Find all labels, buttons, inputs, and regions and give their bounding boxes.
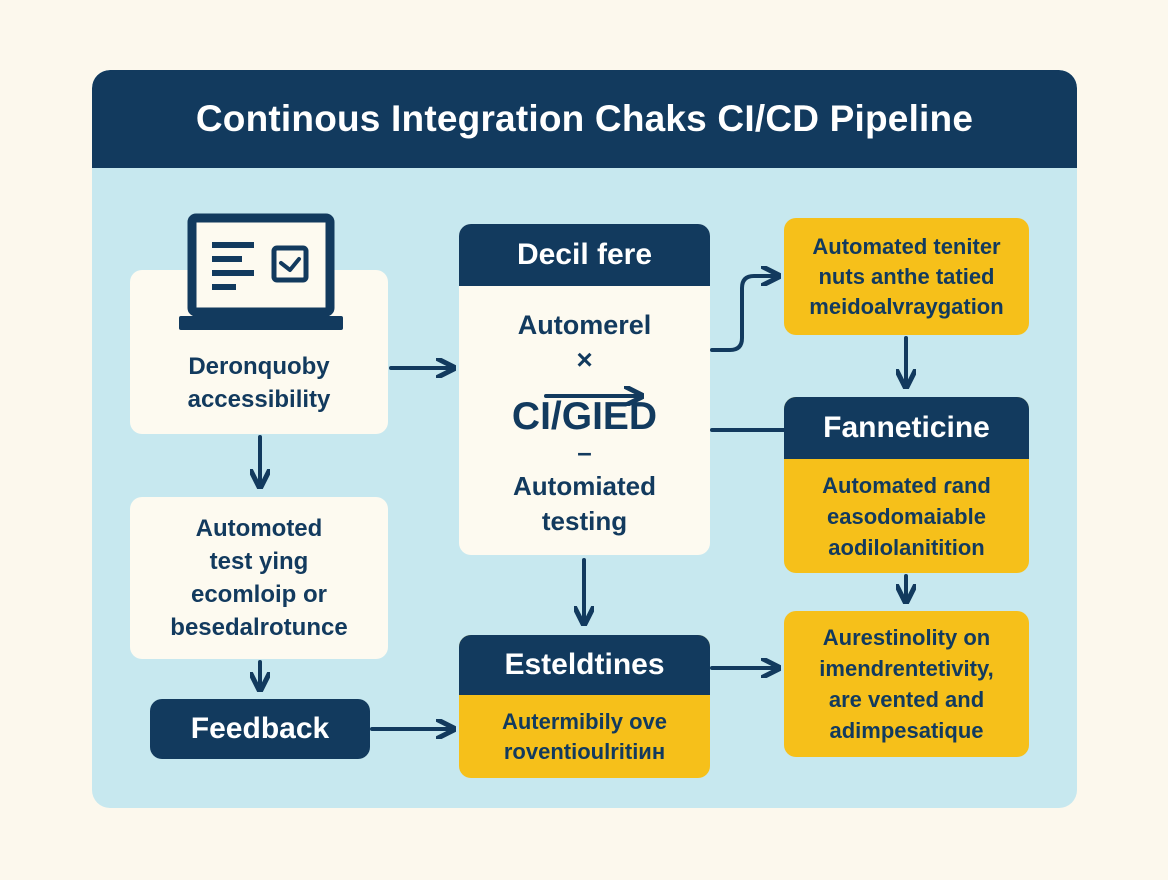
center-card: Decil fere Automerel × CI/GIED – Automia… — [459, 224, 710, 555]
esteldtines-card: Esteldtines Autermibily ove roventioulri… — [459, 635, 710, 778]
tr-line-1: Automated teniter — [812, 233, 1001, 259]
aurestinolity-card: Aurestinolity on imendrentetivity, are v… — [784, 611, 1029, 757]
tr-line-3: meidoalvraygation — [809, 293, 1004, 319]
center-line-testing: testing — [541, 506, 628, 536]
esteldtines-header: Esteldtines — [459, 635, 710, 695]
fann-line-2: easodomaiable — [827, 504, 986, 529]
diagram-title: Continous Integration Chaks CI/CD Pipeli… — [92, 70, 1077, 168]
automoted-line-1: Automoted — [195, 515, 323, 542]
automated-tenter-card: Automated teniter nuts anthe tatied meid… — [784, 218, 1029, 335]
br-line-2: imendrentetivity, — [819, 656, 994, 681]
esteldtines-line-1: Autermibily ove — [501, 709, 668, 734]
fann-line-3: aodilolanitition — [828, 535, 985, 560]
feedback-node: Feedback — [150, 699, 370, 759]
fanneticine-card: Fanneticine Automated ɾand easodomaiable… — [784, 397, 1029, 573]
esteldtines-line-2: roventioulritiин — [503, 739, 666, 764]
center-line-automerel: Automerel — [517, 310, 652, 340]
center-line-automiated: Automiated — [513, 471, 656, 501]
automoted-line-2: test ying — [209, 548, 309, 575]
fanneticine-header: Fanneticine — [784, 397, 1029, 459]
center-dash: – — [577, 437, 592, 467]
automoted-testing-card: Automoted test ying ecomloip or besedalr… — [130, 497, 388, 659]
feedback-label: Feedback — [190, 712, 330, 745]
br-line-1: Aurestinolity on — [822, 625, 991, 650]
center-header: Decil fere — [459, 224, 710, 286]
center-mult-sign: × — [576, 344, 593, 375]
fann-line-1: Automated ɾand — [822, 473, 991, 498]
dev-line-1: Deronquoby — [188, 353, 330, 380]
automoted-line-3: ecomloip or — [190, 581, 328, 608]
dev-line-2: accessibility — [187, 386, 331, 413]
laptop-icon — [179, 213, 343, 330]
br-line-4: adimpesatique — [829, 718, 984, 743]
automoted-line-4: besedalrotunce — [170, 614, 348, 641]
tr-line-2: nuts anthe tatied — [818, 263, 995, 289]
arrow-center-to-top-right — [710, 276, 777, 352]
br-line-3: are vented and — [828, 687, 985, 712]
